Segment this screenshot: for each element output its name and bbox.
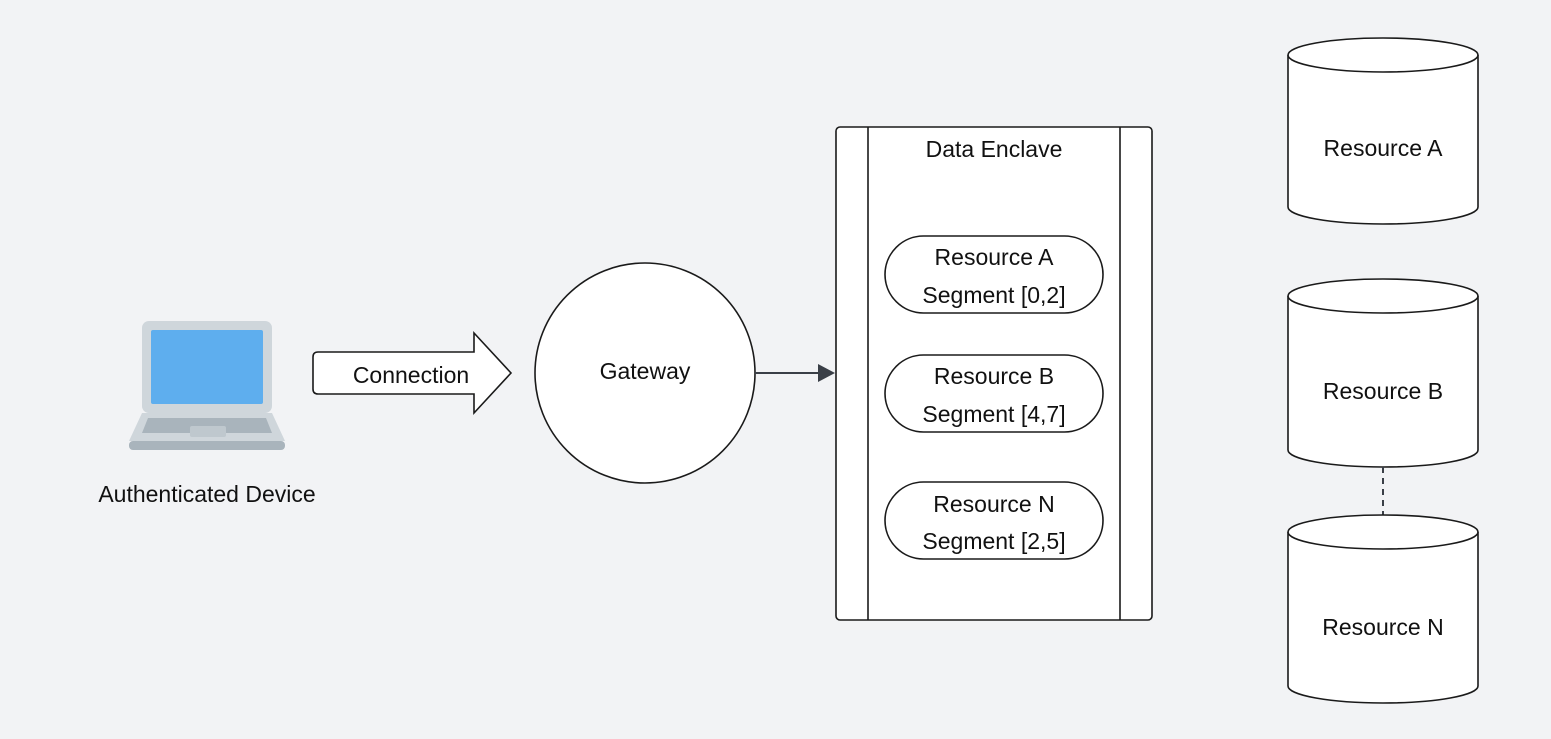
segment-range-label: Segment [4,7] (922, 401, 1065, 427)
gateway-node: Gateway (534, 262, 756, 484)
database-cylinder: Resource B (1287, 278, 1479, 468)
resource-label: Resource A (1324, 135, 1444, 161)
connection-label: Connection (353, 362, 469, 388)
segment-pill: Resource N Segment [2,5] (884, 481, 1104, 560)
segment-range-label: Segment [2,5] (922, 528, 1065, 554)
database-cylinder: Resource N (1287, 514, 1479, 704)
segment-resource-label: Resource B (934, 363, 1054, 389)
gateway-label: Gateway (600, 358, 691, 384)
laptop-icon (129, 321, 285, 450)
enclave-title: Data Enclave (926, 136, 1063, 162)
segment-resource-label: Resource N (933, 491, 1054, 517)
gateway-to-enclave-arrow (755, 364, 835, 382)
segment-pill: Resource B Segment [4,7] (884, 354, 1104, 433)
database-cylinder: Resource A (1287, 37, 1479, 225)
connection-arrow: Connection (312, 330, 513, 416)
segment-resource-label: Resource A (935, 244, 1055, 270)
device-label: Authenticated Device (98, 481, 315, 507)
resource-label: Resource B (1323, 378, 1443, 404)
segment-pill: Resource A Segment [0,2] (884, 235, 1104, 314)
resource-label: Resource N (1322, 614, 1443, 640)
segment-range-label: Segment [0,2] (922, 282, 1065, 308)
